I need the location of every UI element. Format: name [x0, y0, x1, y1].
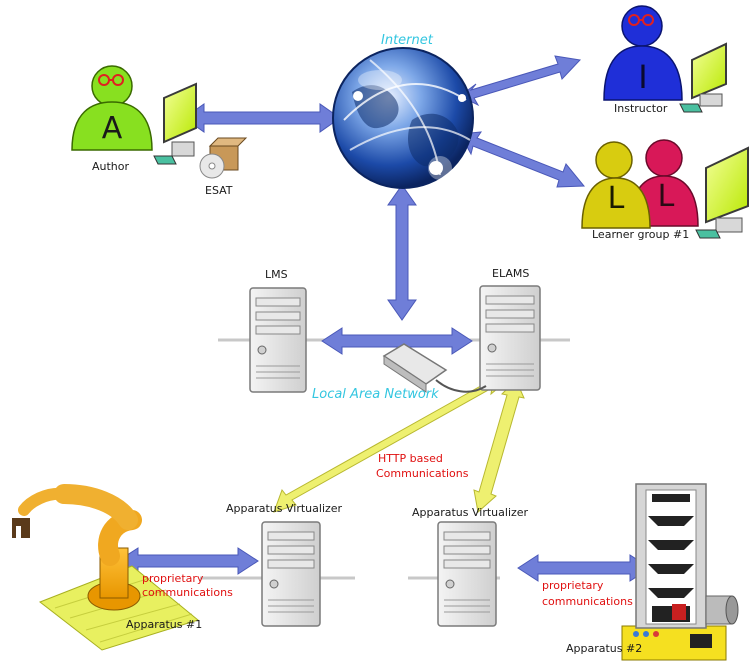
instructor-label: Instructor [614, 102, 668, 115]
lms-elams-arrow [321, 327, 473, 355]
instructor-computer-icon [679, 42, 727, 113]
virtualizer-1-label: Apparatus Virtualizer [226, 502, 343, 515]
virtualizer-2-server-icon [437, 521, 497, 627]
http-arrow-virtualizer2 [473, 379, 525, 513]
learner-group-label: Learner group #1 [592, 228, 690, 241]
instructor-avatar: I [603, 5, 683, 101]
internet-instructor-arrow [459, 55, 582, 107]
internet-label: Internet [381, 33, 433, 48]
robot-arm-icon [12, 484, 200, 651]
author-label: Author [92, 160, 130, 173]
virtualizer-1-server-icon [261, 521, 321, 627]
apparatus-1-label: Apparatus #1 [126, 618, 203, 631]
author-computer-icon [153, 82, 197, 165]
elams-label: ELAMS [492, 267, 530, 280]
learner-1-avatar: L [581, 141, 651, 229]
author-internet-arrow [183, 103, 341, 133]
learners-computer-icon [695, 146, 749, 239]
internet-learners-arrow [459, 131, 586, 188]
http-label-line2: Communications [376, 467, 469, 480]
lms-server-icon [249, 287, 307, 393]
virtualizer-2-label: Apparatus Virtualizer [412, 506, 529, 519]
author-letter: A [102, 111, 123, 146]
virtualizer2-apparatus2-arrow [517, 554, 651, 582]
esat-label: ESAT [205, 184, 233, 197]
author-avatar: A [71, 65, 153, 151]
internet-links [117, 55, 651, 582]
proprietary-2-line1: proprietary [542, 579, 604, 592]
apparatus1-virtualizer-arrow [117, 547, 259, 575]
proprietary-1-line2: communications [142, 586, 233, 599]
globe-icon [332, 47, 474, 189]
network-switch-icon [382, 343, 487, 393]
esat-package-icon [199, 137, 248, 179]
learner-1-letter: L [608, 181, 625, 216]
lan-label: Local Area Network [312, 387, 439, 402]
http-label-line1: HTTP based [378, 452, 443, 465]
tower-apparatus-icon [621, 483, 739, 661]
apparatus-2-label: Apparatus #2 [566, 642, 643, 655]
learner-2-letter: L [658, 179, 675, 214]
internet-elams-arrow [387, 184, 417, 321]
lms-label: LMS [265, 268, 288, 281]
proprietary-1-line1: proprietary [142, 572, 204, 585]
proprietary-2-line2: communications [542, 595, 633, 608]
instructor-letter: I [638, 58, 647, 96]
elams-server-icon [479, 285, 541, 391]
